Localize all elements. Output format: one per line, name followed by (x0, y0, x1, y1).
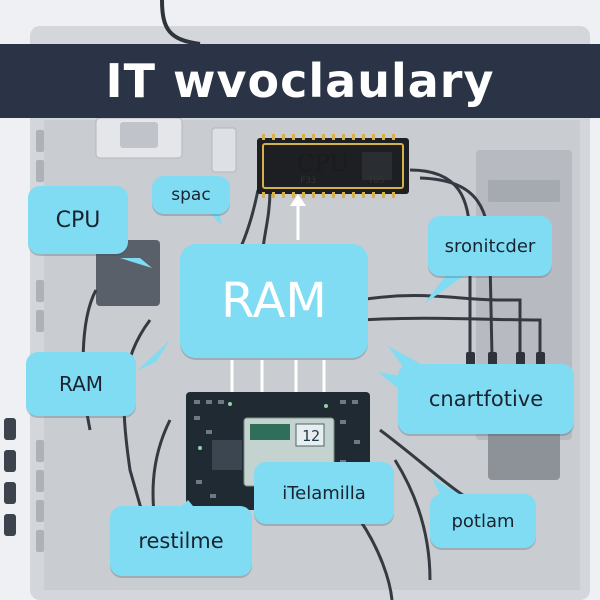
vent-slots-left (36, 130, 44, 552)
tail-ram-small (138, 340, 170, 370)
cpu-chip-code-right: T8S (368, 176, 385, 186)
page-title: IT wvoclaulary (105, 54, 495, 108)
bubble-cpu: CPU (28, 186, 128, 254)
pointer-arrow (290, 194, 306, 206)
bubble-ram-main: RAM (180, 244, 368, 358)
tail-cnartfotive-top (388, 346, 428, 368)
connector-block (211, 127, 237, 173)
cpu-chip-code-left: F33 (300, 176, 317, 186)
cpu-chip-side (362, 152, 392, 180)
dark-module-left (96, 240, 160, 306)
board-number: 12 (301, 427, 321, 445)
bubble-tails (120, 206, 472, 512)
cpu-chip-border (262, 143, 404, 189)
bubble-spac: spac (152, 176, 230, 214)
cpu-chip-pins (262, 134, 395, 198)
board-chip (212, 440, 242, 470)
tail-cnartfotive-left (378, 372, 400, 390)
bubble-ram-small: RAM (26, 352, 136, 416)
bubble-sronitcder: sronitcder (428, 216, 552, 276)
top-cable (160, 0, 201, 46)
tail-potlam (432, 478, 466, 498)
number-panel (295, 423, 325, 447)
title-banner: IT wvoclaulary (0, 44, 600, 118)
drive-slot (488, 180, 560, 202)
bubble-potlam: potlam (430, 494, 536, 548)
screen-bar (250, 424, 290, 440)
bubble-restilme: restilme (110, 506, 252, 576)
bubble-cnartfotive: cnartfotive (398, 364, 574, 434)
cable-ends (466, 352, 545, 366)
bubble-telamilla: iTelamilla (254, 462, 394, 524)
edge-ports (4, 418, 16, 536)
tail-sronitcder (424, 270, 472, 304)
cpu-chip-label: CPU (296, 151, 350, 177)
psu-fan (120, 122, 158, 148)
tail-cpu (120, 258, 152, 268)
